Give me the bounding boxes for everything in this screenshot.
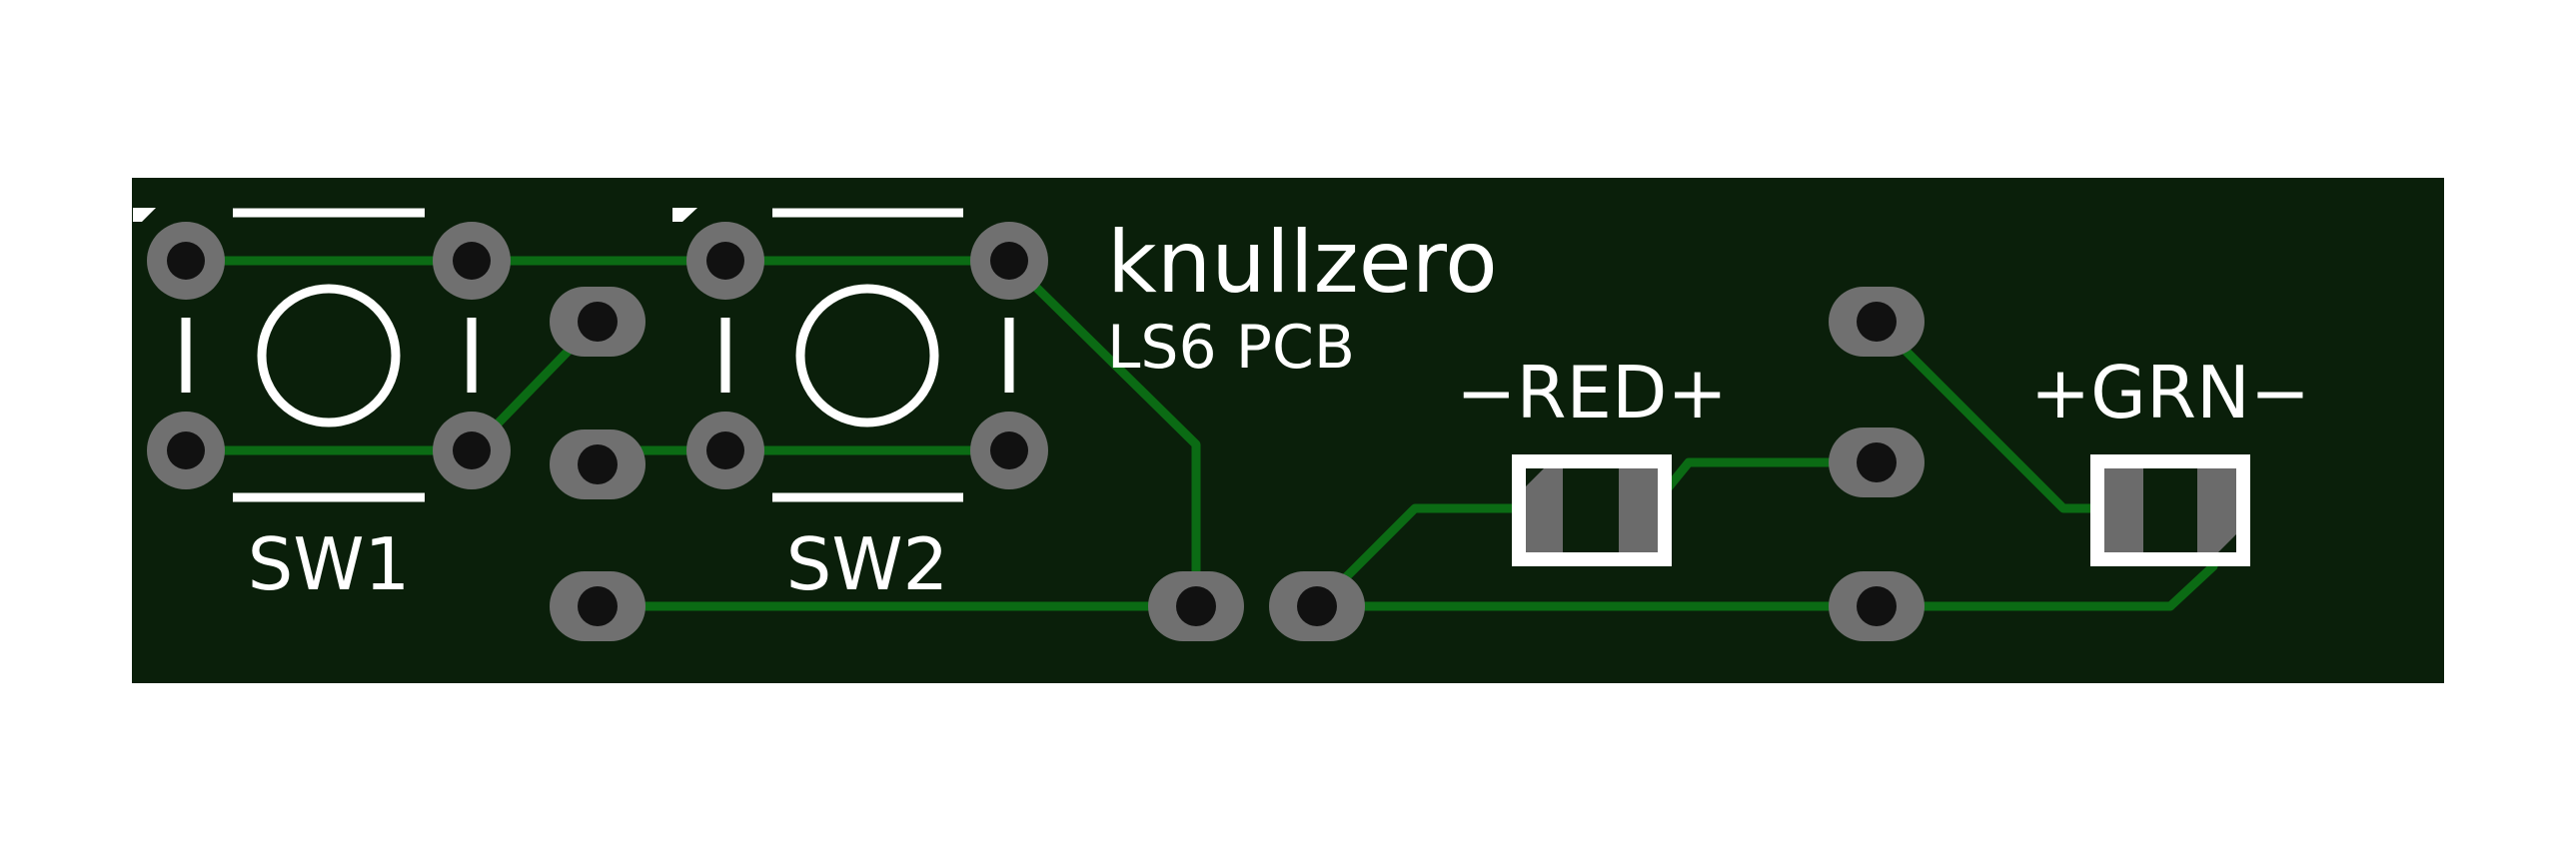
oval-pad-d	[1148, 571, 1244, 641]
sw2-pad-4	[970, 412, 1048, 489]
trace-grn-right	[2165, 561, 2218, 611]
trace-grn-left	[1872, 317, 2108, 513]
led-red-label: −RED+	[1456, 351, 1728, 434]
board-title: knullzero	[1107, 213, 1498, 313]
sw2-pin1-marker	[672, 208, 697, 222]
board-subtitle: LS6 PCB	[1107, 313, 1355, 383]
oval-pad-f	[1829, 287, 1925, 357]
led-red-footprint	[1512, 454, 1672, 566]
sw2-silkscreen	[720, 208, 1014, 502]
oval-pad-a	[550, 287, 645, 357]
sw1-pin1-marker	[133, 208, 156, 222]
oval-pad-e	[1269, 571, 1365, 641]
sw1-actuator-circle	[257, 284, 401, 427]
sw1-pad-3	[147, 412, 225, 489]
led-grn-label: +GRN−	[2030, 351, 2310, 434]
trace-sw2-to-header	[1004, 256, 1201, 611]
oval-pad-h	[1829, 571, 1925, 641]
oval-pad-c	[550, 571, 645, 641]
sw2-pad-2	[970, 222, 1048, 300]
sw2-actuator-circle	[795, 284, 939, 427]
trace-red-right	[1662, 457, 1882, 494]
oval-pad-g	[1829, 427, 1925, 497]
sw1-label: SW1	[248, 522, 411, 606]
sw2-pad-1	[686, 222, 764, 300]
oval-pad-b	[550, 429, 645, 499]
copper-traces	[181, 256, 2218, 611]
sw1-pad-1	[147, 222, 225, 300]
led-grn-footprint	[2090, 454, 2250, 566]
sw1-pad-2	[433, 222, 511, 300]
sw2-pad-3	[686, 412, 764, 489]
oval-pads	[550, 287, 1925, 641]
switch-pads	[147, 222, 1048, 489]
trace-red-left	[1312, 503, 1529, 611]
sw1-pad-4	[433, 412, 511, 489]
sw2-label: SW2	[786, 522, 949, 606]
sw1-silkscreen	[181, 208, 477, 502]
